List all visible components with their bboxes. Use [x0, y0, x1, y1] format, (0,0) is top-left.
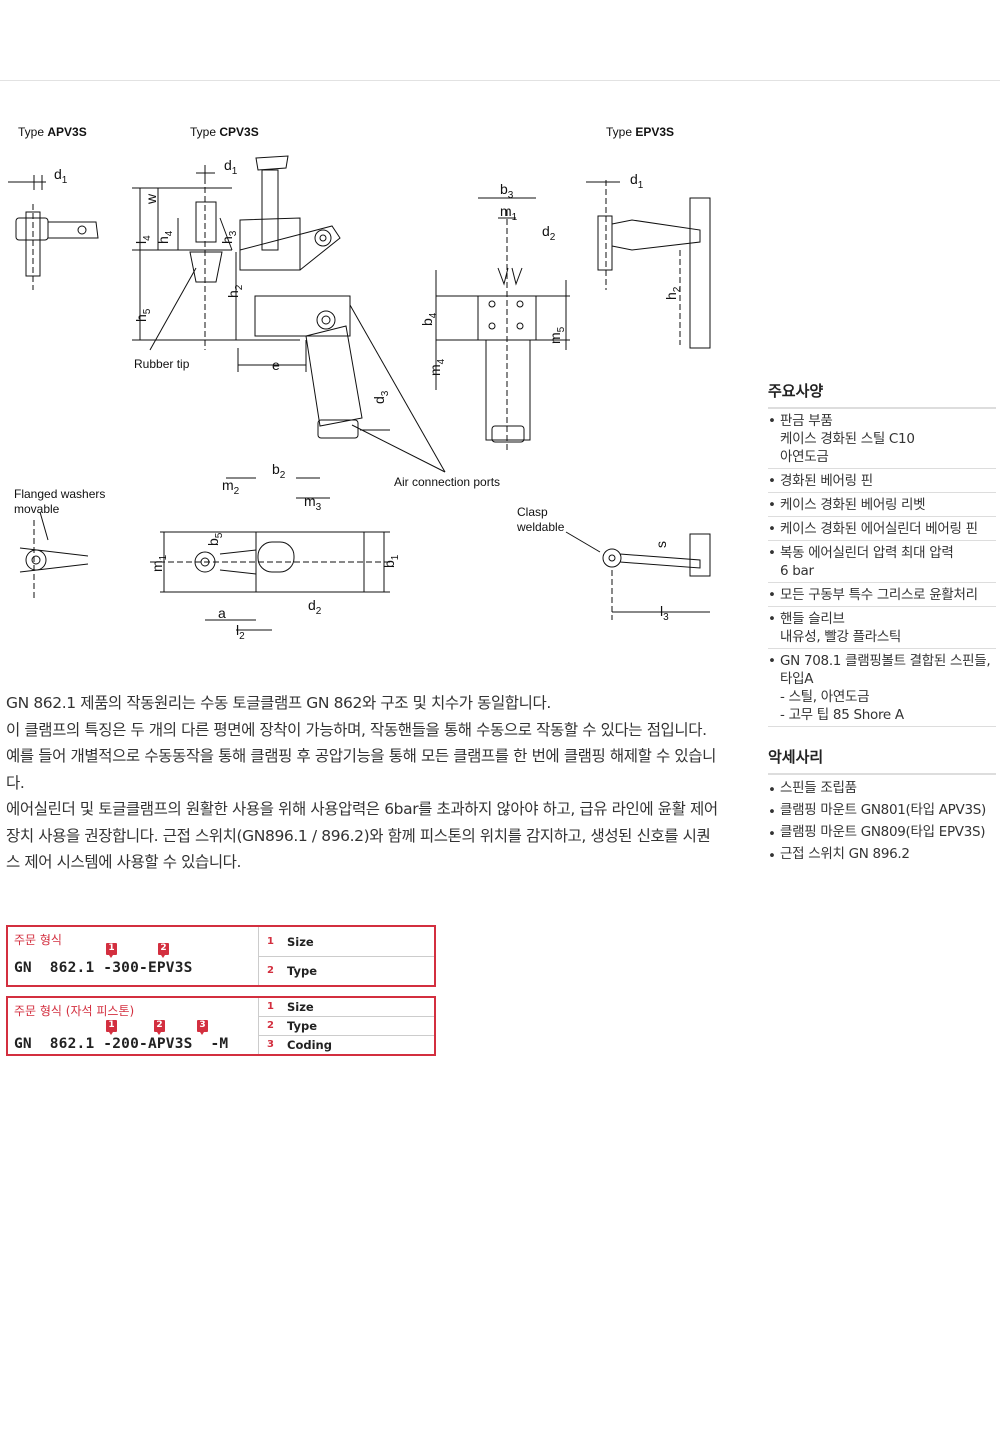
dim-h5: h5 [133, 308, 153, 322]
legend-label: Coding [287, 1038, 332, 1052]
order-legend-row: 1 Size [259, 998, 434, 1017]
label-movable: movable [14, 502, 60, 516]
order-format-box-magnetic: 주문 형식 (자석 피스톤) 1 2 3 GN 862.1 -200-APV3S… [6, 996, 436, 1056]
legend-label: Type [287, 964, 318, 978]
legend-number: 2 [267, 1020, 274, 1031]
product-description: GN 862.1 제품의 작동원리는 수동 토글클램프 GN 862와 구조 및… [6, 690, 721, 876]
specs-heading: 주요사양 [768, 380, 996, 409]
technical-drawing: d1 d1 w l4 h4 h3 h2 h5 e b3 m1 d2 b4 m5 … [8, 125, 711, 642]
spec-item: GN 708.1 클램핑볼트 결합된 스핀들, 타입A- 스틸, 아연도금- 고… [768, 649, 996, 727]
dim-l4: l4 [133, 235, 153, 244]
label-air-connection-ports: Air connection ports [394, 475, 500, 489]
spec-item: 케이스 경화된 베어링 리벳 [768, 493, 996, 517]
order-legend-row: 2 Type [259, 1017, 434, 1036]
dim-l3: l3 [660, 603, 669, 623]
description-paragraph: 이 클램프의 특징은 두 개의 다른 평면에 장착이 가능하며, 작동핸들을 통… [6, 720, 716, 792]
spec-item: 케이스 경화된 에어실린더 베어링 핀 [768, 517, 996, 541]
legend-label: Type [287, 1019, 318, 1033]
dim-d1-cpv: d1 [224, 157, 238, 177]
order-legend-row: 2 Type [259, 957, 434, 985]
order-legend-row: 1 Size [259, 927, 434, 957]
accessory-item[interactable]: 클램핑 마운트 GN809(타입 EPV3S) [768, 822, 996, 844]
dim-h3: h3 [219, 230, 239, 244]
label-flanged-washers: Flanged washers [14, 487, 105, 501]
accessories-panel: 악세사리 스핀들 조립품 클램핑 마운트 GN801(타입 APV3S) 클램핑… [768, 746, 996, 866]
dim-d3: d3 [371, 390, 391, 404]
description-paragraph: 에어실린더 및 토글클램프의 원활한 사용을 위해 사용압력은 6bar를 초과… [6, 800, 718, 871]
order-badge: 1 [106, 1020, 117, 1035]
dim-e: e [272, 357, 280, 373]
description-paragraph: GN 862.1 제품의 작동원리는 수동 토글클램프 GN 862와 구조 및… [6, 694, 551, 712]
legend-number: 1 [267, 1001, 274, 1012]
order-badge: 2 [154, 1020, 165, 1035]
label-clasp: Clasp [517, 505, 548, 519]
legend-number: 1 [267, 936, 274, 947]
order-code-area: 주문 형식 (자석 피스톤) 1 2 3 GN 862.1 -200-APV3S… [8, 998, 256, 1054]
accessories-list: 스핀들 조립품 클램핑 마운트 GN801(타입 APV3S) 클램핑 마운트 … [768, 775, 996, 866]
legend-number: 3 [267, 1039, 274, 1050]
accessory-item[interactable]: 클램핑 마운트 GN801(타입 APV3S) [768, 800, 996, 822]
dim-d2-bottom: d2 [308, 597, 322, 617]
dim-m1: m1 [500, 203, 518, 223]
label-type-apv3s: Type APV3S [18, 125, 87, 139]
dim-m2: m2 [222, 477, 240, 497]
spec-item: 복동 에어실린더 압력 최대 압력6 bar [768, 541, 996, 583]
dim-m4: m4 [427, 358, 447, 376]
order-code-area: 주문 형식 1 2 GN 862.1 -300-EPV3S [8, 927, 256, 985]
dim-h2: h2 [225, 284, 245, 298]
order-badge: 2 [158, 943, 169, 958]
order-legend: 1 Size 2 Type [258, 927, 434, 985]
dim-m1-bottom: m1 [149, 554, 169, 572]
label-type-cpv3s: Type CPV3S [190, 125, 259, 139]
order-legend: 1 Size 2 Type 3 Coding [258, 998, 434, 1054]
dim-a: a [218, 605, 226, 621]
dim-w: w [143, 193, 159, 205]
order-code: GN 862.1 -200-APV3S -M [14, 1036, 229, 1052]
dim-d1-apv: d1 [54, 166, 68, 186]
dim-b5: b5 [205, 532, 225, 546]
accessories-heading: 악세사리 [768, 746, 996, 775]
order-code: GN 862.1 -300-EPV3S [14, 960, 193, 976]
dim-m3: m3 [304, 493, 322, 513]
label-rubber-tip: Rubber tip [134, 357, 190, 371]
legend-number: 2 [267, 965, 274, 976]
order-title: 주문 형식 [14, 933, 62, 947]
label-weldable: weldable [516, 520, 565, 534]
dim-d2: d2 [542, 223, 556, 243]
dim-b2: b2 [272, 461, 286, 481]
dim-l2: l2 [236, 622, 245, 642]
legend-label: Size [287, 1000, 314, 1014]
label-type-epv3s: Type EPV3S [606, 125, 674, 139]
accessory-item[interactable]: 근접 스위치 GN 896.2 [768, 844, 996, 866]
order-format-box: 주문 형식 1 2 GN 862.1 -300-EPV3S 1 Size 2 T… [6, 925, 436, 987]
dim-d1-epv: d1 [630, 171, 644, 191]
spec-item: 경화된 베어링 핀 [768, 469, 996, 493]
order-legend-row: 3 Coding [259, 1036, 434, 1054]
dim-s: s [653, 541, 669, 548]
dim-m5: m5 [547, 326, 567, 344]
header-divider [0, 80, 1000, 81]
legend-label: Size [287, 935, 314, 949]
spec-item: 모든 구동부 특수 그리스로 윤활처리 [768, 583, 996, 607]
order-title: 주문 형식 (자석 피스톤) [14, 1004, 135, 1018]
order-badge: 3 [197, 1020, 208, 1035]
order-badge: 1 [106, 943, 117, 958]
accessory-item[interactable]: 스핀들 조립품 [768, 778, 996, 800]
